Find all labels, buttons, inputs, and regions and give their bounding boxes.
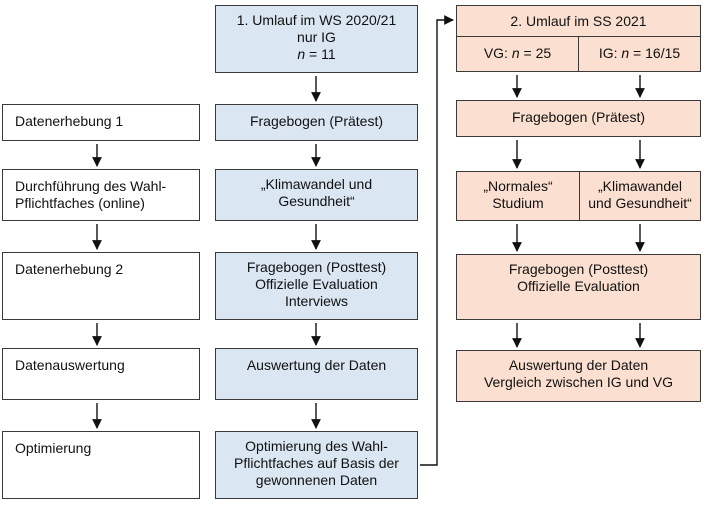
box-label: Fragebogen (Posttest)	[508, 261, 649, 277]
intervention-group-size: IG: n = 16/15	[598, 45, 681, 61]
round1-group: nur IG	[297, 29, 336, 45]
round1-title: 1. Umlauf im WS 2020/21	[236, 12, 397, 28]
round2-control-course: „Normales“ Studium	[456, 171, 580, 221]
round1-sample-size: n = 11	[297, 46, 336, 62]
step-data-collection-2: Datenerhebung 2	[2, 252, 200, 320]
box-label: Offizielle Evaluation	[517, 278, 640, 294]
arrow-round1-to-round2	[420, 15, 454, 466]
box-label: gewonnenen Daten	[255, 472, 378, 488]
round1-analysis: Auswertung der Daten	[215, 348, 418, 400]
box-label: Interviews	[284, 293, 349, 309]
step-label: Datenerhebung 1	[15, 113, 124, 129]
box-label: Fragebogen (Posttest)	[246, 259, 387, 275]
step-course-delivery: Durchführung des Wahl- Pflichtfaches (on…	[2, 169, 200, 221]
round1-posttest: Fragebogen (Posttest) Offizielle Evaluat…	[215, 252, 418, 320]
box-label: Studium	[492, 195, 544, 211]
round2-posttest: Fragebogen (Posttest) Offizielle Evaluat…	[456, 254, 701, 320]
step-label: Durchführung des Wahl-	[15, 178, 167, 194]
box-label: Gesundheit“	[278, 193, 355, 209]
round2-pretest: Fragebogen (Prätest)	[456, 100, 701, 137]
step-label: Datenauswertung	[15, 357, 125, 373]
round1-header: 1. Umlauf im WS 2020/21 nur IG n = 11	[215, 5, 418, 73]
step-label: Optimierung	[15, 440, 92, 456]
box-label: Fragebogen (Prätest)	[249, 113, 384, 129]
box-label: „Normales“	[483, 178, 553, 194]
round1-pretest: Fragebogen (Prätest)	[215, 104, 418, 141]
box-label: Auswertung der Daten	[246, 357, 387, 373]
box-label: „Klimawandel	[597, 178, 683, 194]
box-label: Fragebogen (Prätest)	[511, 109, 646, 125]
box-label: Offizielle Evaluation	[255, 276, 378, 292]
round2-intervention-group: IG: n = 16/15	[578, 36, 701, 72]
box-label: „Klimawandel und	[260, 176, 373, 192]
step-label: Datenerhebung 2	[15, 261, 124, 277]
box-label: und Gesundheit“	[588, 195, 692, 211]
box-label: Auswertung der Daten	[508, 357, 649, 373]
round2-control-group: VG: n = 25	[456, 36, 579, 72]
step-data-collection-1: Datenerhebung 1	[2, 104, 200, 141]
step-data-analysis: Datenauswertung	[2, 348, 200, 400]
box-label: Vergleich zwischen IG und VG	[483, 374, 674, 390]
round1-optimization: Optimierung des Wahl- Pflichtfaches auf …	[215, 431, 418, 499]
box-label: Optimierung des Wahl-	[245, 438, 388, 454]
step-label: Pflichtfaches (online)	[15, 195, 145, 211]
round2-analysis: Auswertung der Daten Vergleich zwischen …	[456, 350, 701, 402]
step-optimization: Optimierung	[2, 431, 200, 499]
control-group-size: VG: n = 25	[483, 45, 552, 61]
round2-title: 2. Umlauf im SS 2021	[510, 13, 647, 29]
box-label: Pflichtfaches auf Basis der	[234, 455, 399, 471]
round1-course: „Klimawandel und Gesundheit“	[215, 169, 418, 221]
round2-intervention-course: „Klimawandel und Gesundheit“	[579, 171, 701, 221]
